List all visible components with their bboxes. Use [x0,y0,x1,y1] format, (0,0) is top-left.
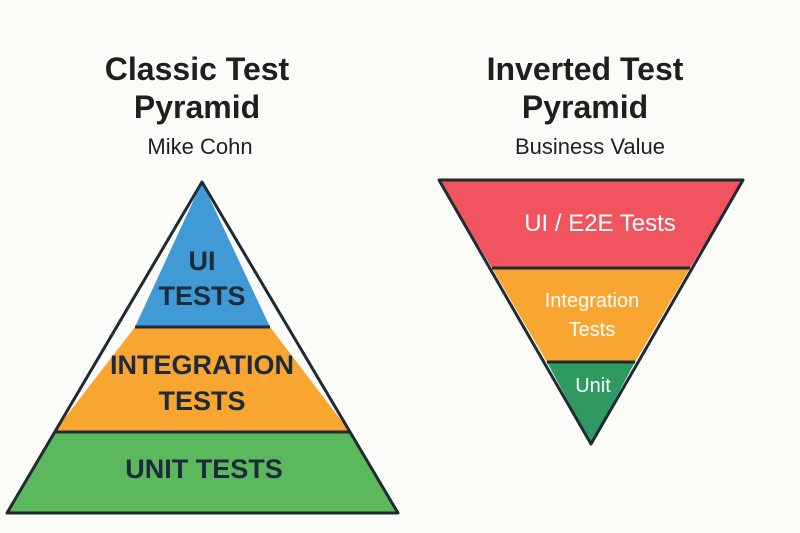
classic-ui-label-line2: TESTS [158,281,245,311]
classic-integration-label-line1: INTEGRATION [110,350,294,380]
inverted-integration-label-line2: Tests [569,319,616,341]
classic-pyramid-group: Classic Test Pyramid Mike Cohn UI TESTS … [5,51,400,515]
classic-title-line1: Classic Test [105,51,290,87]
classic-integration-label-line2: TESTS [158,386,245,416]
inverted-unit-label: Unit [575,375,611,397]
inverted-pyramid-group: Inverted Test Pyramid Business Value UI … [437,51,745,446]
inverted-pyramid-outline [437,178,745,446]
inverted-title-line2: Pyramid [522,89,648,125]
classic-ui-label-line1: UI [189,246,216,276]
classic-unit-label: UNIT TESTS [125,454,283,484]
inverted-layer-ui-e2e [439,180,743,268]
inverted-integration-label-line1: Integration [545,290,640,312]
inverted-title-line1: Inverted Test [487,51,684,87]
inverted-subtitle: Business Value [515,134,665,159]
classic-pyramid-outline [5,180,400,515]
inverted-ui-e2e-label: UI / E2E Tests [524,210,676,237]
classic-title-line2: Pyramid [134,89,260,125]
classic-layer-unit [7,432,398,513]
inverted-layer-integration [492,268,690,362]
classic-layer-integration [54,327,350,432]
inverted-layer-unit [547,362,635,444]
classic-subtitle: Mike Cohn [147,134,252,159]
classic-layer-ui [135,182,270,327]
